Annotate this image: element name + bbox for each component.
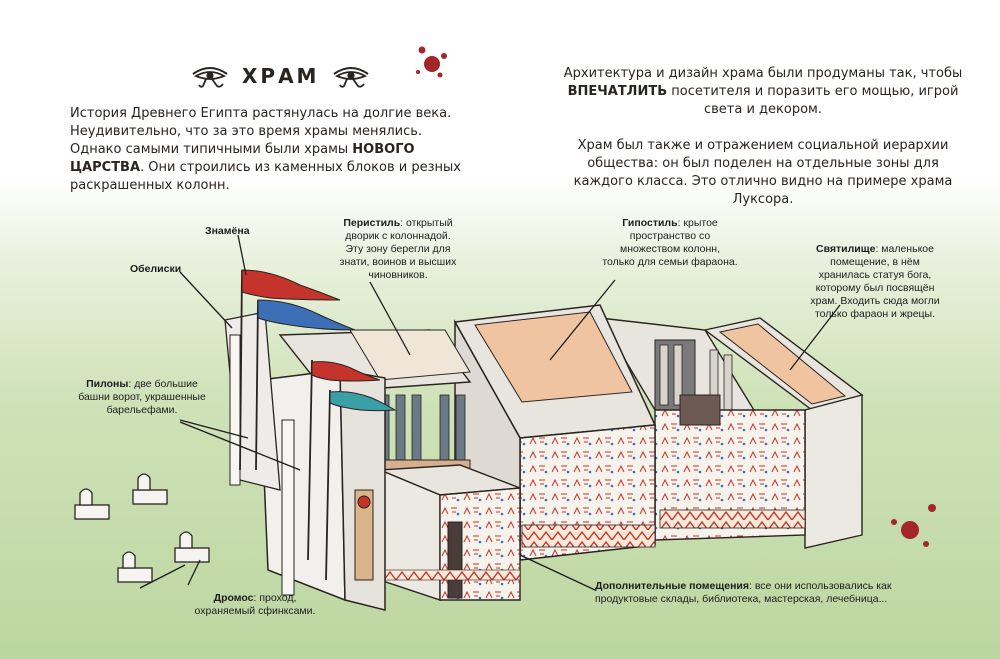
label-text: : открытый (400, 217, 453, 229)
label-peristyle: Перистиль: открытый дворик с колоннадой.… (318, 217, 478, 282)
label-title: Святилище (816, 243, 876, 255)
label-line: Эту зону берегли для (345, 243, 451, 255)
label-text: : крытое (677, 217, 718, 229)
label-text: : две большие (128, 378, 198, 390)
right-text: посетителя и поразить его мощью, игрой (667, 84, 959, 99)
label-title: Гипостиль (622, 217, 678, 229)
label-line: которому был посвящён (815, 282, 935, 294)
intro-line: Однако самыми типичными были храмы НОВОГ… (70, 141, 470, 159)
sphinx-icon (74, 473, 210, 583)
label-line: помещение, в нём (830, 256, 920, 268)
label-line: Пилоны: две большие (72, 378, 212, 391)
label-obelisks: Обелиски (130, 263, 181, 276)
label-line: продуктовые склады, библиотека, мастерск… (595, 593, 888, 605)
pylons (224, 311, 386, 611)
ink-blot-icon (416, 46, 447, 78)
ink-blot-icon (891, 504, 936, 547)
intro-bold: НОВОГО (352, 142, 415, 157)
right-line: каждого класса. Это отлично видно на при… (573, 174, 953, 189)
eye-of-horus-icon (192, 67, 228, 88)
right-paragraph: Архитектура и дизайн храма были продуман… (563, 65, 963, 209)
right-bold: ВПЕЧАТЛИТЬ (567, 84, 668, 99)
right-line: света и декором. (704, 102, 822, 117)
label-line: храм. Входить сюда могли (810, 295, 940, 307)
label-title: Дополнительные помещения (595, 580, 750, 592)
label-hypostyle: Гипостиль: крытое пространство со множес… (590, 217, 750, 269)
sanctuary-block (703, 317, 864, 549)
label-line: Гипостиль: крытое (590, 217, 750, 230)
label-line: только для семьи фараона. (602, 256, 738, 268)
label-line: барельефами. (106, 404, 178, 416)
label-text: : все они использовались как (749, 580, 892, 592)
hypostyle-block (598, 317, 806, 541)
intro-bold: ЦАРСТВА (70, 160, 141, 175)
front-rooms-block (379, 464, 521, 601)
intro-text: . Они строились из каменных блоков и рез… (140, 160, 461, 175)
label-line: Дополнительные помещения: все они исполь… (595, 580, 925, 593)
intro-line: Неудивительно, что за это время храмы ме… (70, 124, 423, 139)
label-line: Перистиль: открытый (318, 217, 478, 230)
right-line: Храм был также и отражением социальной и… (577, 138, 949, 153)
banners (239, 269, 397, 581)
right-line: общества: он был поделен на отдельные зо… (587, 156, 939, 171)
page-title: ХРАМ (242, 64, 320, 88)
label-title: Перистиль (343, 217, 401, 229)
leader-lines (139, 234, 841, 591)
eye-of-horus-icon (333, 67, 370, 88)
label-line: пространство со (629, 230, 711, 242)
intro-line: История Древнего Египта растянулась на д… (70, 106, 452, 121)
label-title: Обелиски (130, 263, 182, 275)
label-sanctuary: Святилище: маленькое помещение, в нём хр… (795, 243, 955, 321)
label-dromos: Дромос: проход, охраняемый сфинксами. (185, 592, 325, 618)
label-line: знати, воинов и высших (339, 256, 457, 268)
intro-line: раскрашенных колонн. (70, 178, 230, 193)
label-line: дворик с колоннадой. (345, 230, 451, 242)
label-line: хранилась статуя бога, (818, 269, 932, 281)
label-title: Дромос (213, 592, 254, 604)
label-title: Знамёна (205, 225, 250, 237)
label-text: : маленькое (875, 243, 934, 255)
label-line: Дромос: проход, (185, 592, 325, 605)
label-line: башни ворот, украшенные (78, 391, 206, 403)
right-line: ВПЕЧАТЛИТЬ посетителя и поразить его мощ… (563, 83, 963, 101)
label-pylons: Пилоны: две большие башни ворот, украшен… (72, 378, 212, 417)
intro-line: ЦАРСТВА. Они строились из каменных блоко… (70, 159, 470, 177)
label-title: Пилоны (86, 378, 129, 390)
intro-paragraph: История Древнего Египта растянулась на д… (70, 105, 470, 195)
label-line: Святилище: маленькое (795, 243, 955, 256)
label-text: : проход, (253, 592, 297, 604)
right-line: Луксора. (732, 192, 794, 207)
label-banners: Знамёна (205, 225, 250, 238)
right-line: Архитектура и дизайн храма были продуман… (563, 66, 963, 81)
label-line: только фараон и жрецы. (814, 308, 936, 320)
label-line: чиновников. (368, 269, 428, 281)
title-row: ХРАМ (190, 64, 371, 88)
intro-text: Однако самыми типичными были храмы (70, 142, 353, 157)
label-extra-rooms: Дополнительные помещения: все они исполь… (595, 580, 925, 606)
label-line: охраняемый сфинксами. (194, 605, 316, 617)
label-line: множеством колонн, (619, 243, 721, 255)
